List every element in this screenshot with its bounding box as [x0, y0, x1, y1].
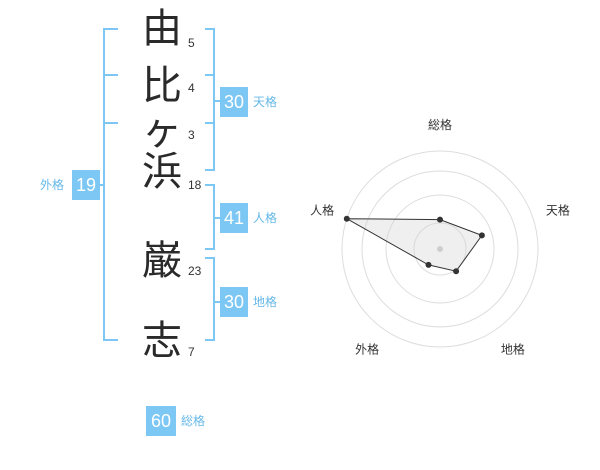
name-char-2: 比 [142, 63, 182, 109]
name-char-4: 浜 [142, 149, 182, 195]
chikaku-bracket [205, 257, 215, 341]
radar-ring-1 [413, 222, 467, 276]
name-char-5: 巌 [142, 238, 182, 284]
radar-point-4 [425, 261, 432, 268]
radar-ring-4 [341, 150, 539, 348]
radar-point-1 [437, 216, 443, 223]
radar-grid [341, 150, 539, 348]
chikaku-label: 地格 [253, 295, 278, 309]
soukaku-badge: 60 [146, 406, 176, 436]
jinkaku-badge: 41 [220, 203, 248, 233]
radar-point-2 [478, 232, 485, 239]
stroke-count-3: 3 [188, 128, 195, 142]
radar-point-3 [453, 268, 460, 275]
stroke-count-4: 18 [188, 178, 202, 192]
radar-ring-2 [385, 194, 495, 304]
gaikaku-badge: 19 [72, 170, 100, 200]
radar-series [343, 215, 485, 275]
soukaku-label: 総格 [181, 414, 206, 428]
radar-polygon [346, 218, 483, 272]
radar-axis-label-5: 人格 [310, 203, 334, 218]
stroke-count-5: 23 [188, 264, 202, 278]
jinkaku-label: 人格 [253, 211, 278, 225]
radar-axis-label-2: 天格 [546, 203, 570, 218]
radar-axis-label-1: 総格 [428, 117, 452, 132]
name-char-3: ヶ [142, 108, 182, 154]
stroke-count-1: 5 [188, 36, 195, 50]
name-char-1: 由 [142, 6, 182, 52]
tenkaku-bracket [205, 28, 215, 171]
tenkaku-badge: 30 [220, 87, 248, 117]
tenkaku-label: 天格 [253, 95, 278, 109]
chikaku-badge: 30 [220, 287, 248, 317]
radar-point-5 [343, 215, 350, 222]
stroke-count-2: 4 [188, 81, 195, 95]
stroke-count-6: 7 [188, 345, 195, 359]
radar-center [437, 246, 443, 252]
radar-axis-label-4: 外格 [355, 341, 379, 356]
gaikaku-label: 外格 [40, 178, 65, 192]
radar-axis-label-3: 地格 [501, 341, 525, 356]
radar-ring-3 [361, 170, 519, 328]
name-char-6: 志 [142, 318, 182, 364]
